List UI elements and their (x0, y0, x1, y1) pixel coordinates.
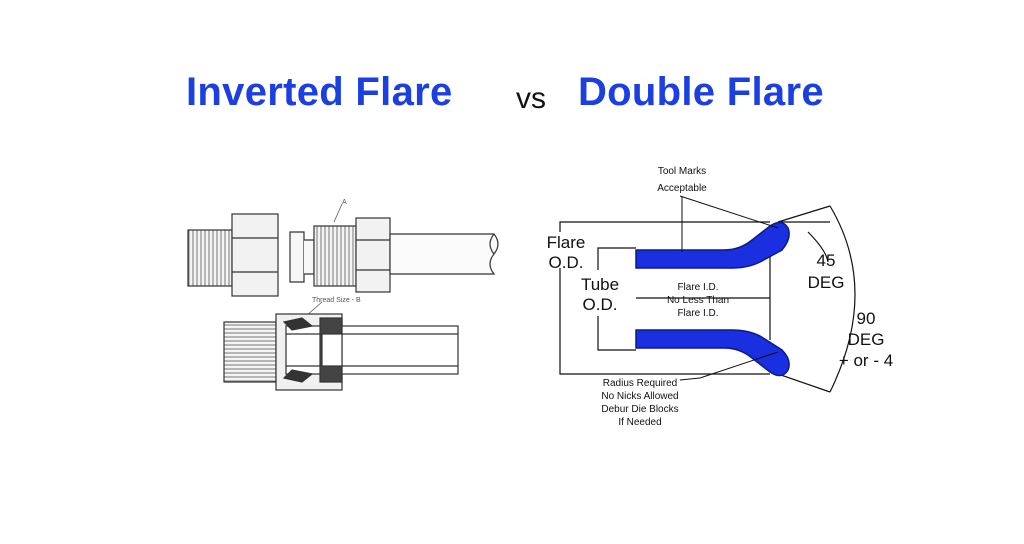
tube (389, 233, 499, 275)
inverted-flare-assembled-section (223, 313, 459, 391)
label-45-deg-2: DEG (808, 273, 845, 292)
label-90-deg-2: DEG (848, 330, 885, 349)
label-radius-1: Radius Required (603, 378, 678, 389)
title-vs: vs (516, 82, 546, 115)
title-row: Inverted Flare vs Double Flare (0, 70, 1024, 126)
nut-thread (313, 225, 357, 287)
label-tube-od-1: Tube (581, 275, 619, 294)
flare-bottom-wall (635, 329, 790, 377)
label-90-deg-3: + or - 4 (839, 351, 893, 370)
title-inverted-flare: Inverted Flare (186, 70, 453, 114)
label-flare-id-3: Flare I.D. (677, 308, 718, 319)
male-thread (187, 229, 233, 287)
dimension-lines (559, 205, 856, 393)
label-flare-id-2: No Less Than (667, 295, 729, 306)
union-hex (231, 213, 279, 297)
label-tube-od-2: O.D. (583, 295, 618, 314)
label-radius-2: No Nicks Allowed (601, 391, 678, 402)
flare-top-wall (635, 221, 790, 269)
label-90-deg-1: 90 (857, 309, 876, 328)
label-flare-od-1: Flare (547, 233, 586, 252)
label-flare-od-2: O.D. (549, 253, 584, 272)
label-tool-marks-1: Tool Marks (658, 166, 706, 177)
label-a: A (342, 199, 347, 206)
label-radius-4: If Needed (618, 417, 661, 428)
double-flare-diagram (559, 195, 856, 393)
title-double-flare: Double Flare (578, 70, 824, 114)
label-45-deg-1: 45 (817, 251, 836, 270)
nut-hex (355, 217, 391, 293)
label-tool-marks-2: Acceptable (657, 183, 707, 194)
label-flare-id-1: Flare I.D. (677, 282, 718, 293)
inverted-flare-exploded-view (187, 213, 499, 297)
label-radius-3: Debur Die Blocks (601, 404, 678, 415)
flare-seat (289, 231, 305, 283)
label-thread-size: Thread Size - B (312, 297, 361, 304)
